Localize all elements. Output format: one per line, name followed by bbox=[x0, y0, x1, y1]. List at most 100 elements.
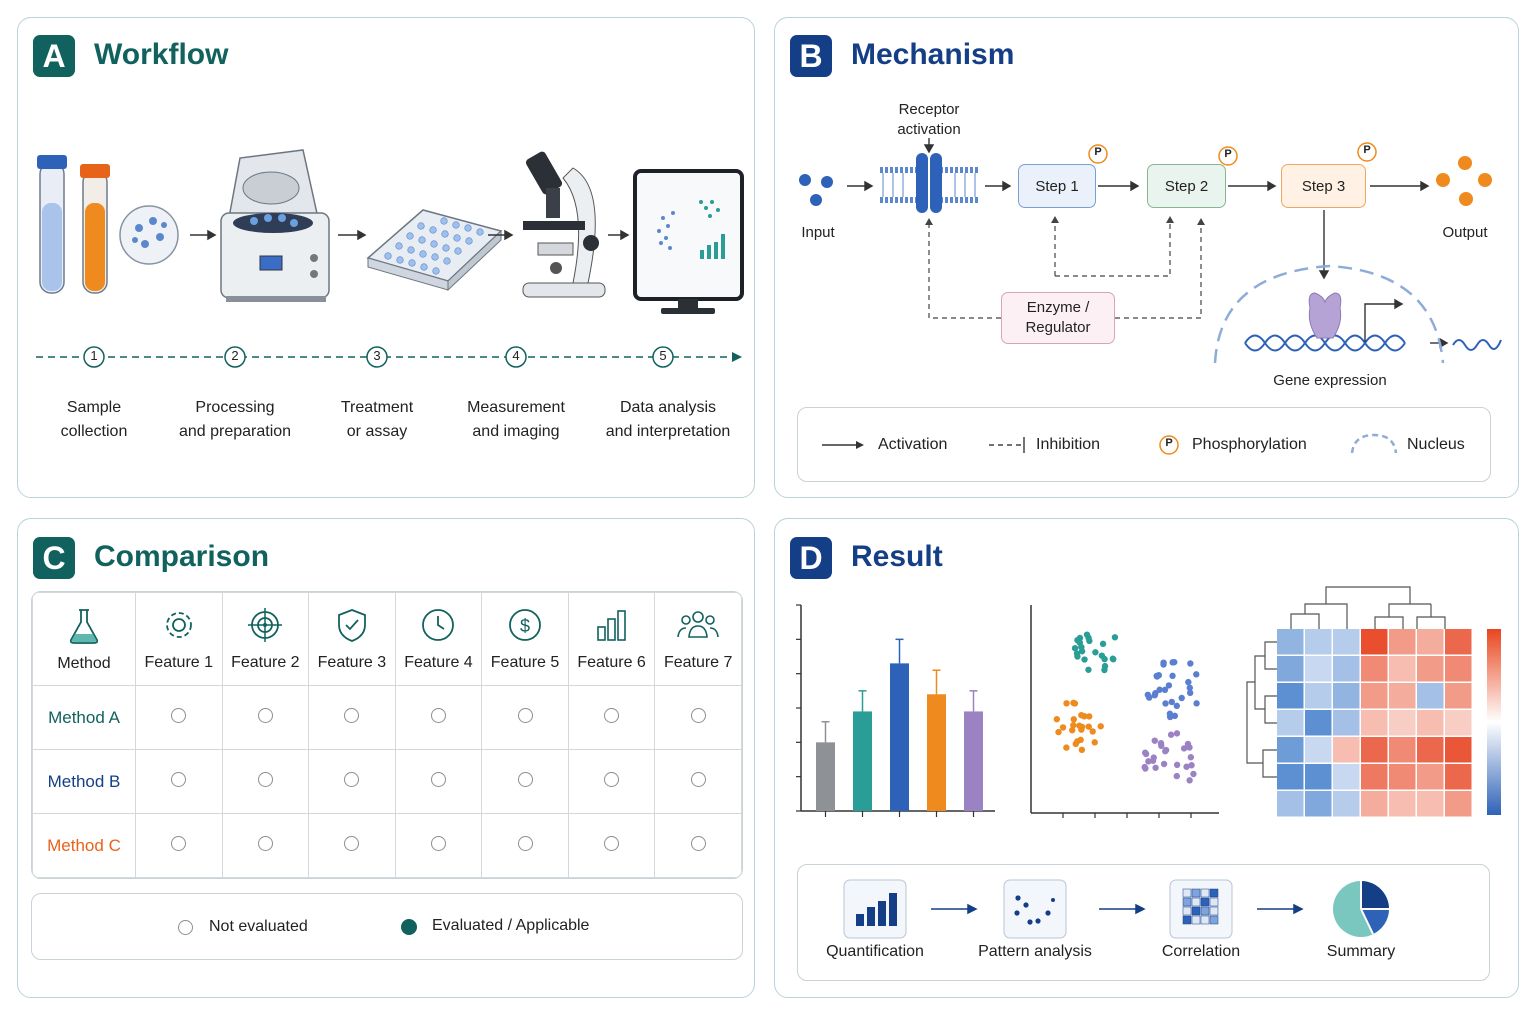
table-row: Method A bbox=[32, 685, 742, 750]
bar bbox=[890, 663, 909, 811]
status-circle[interactable] bbox=[690, 835, 706, 851]
step-1-box: Step 1 bbox=[1018, 164, 1096, 208]
scatter-point bbox=[1071, 644, 1079, 652]
status-circle[interactable] bbox=[257, 771, 273, 787]
scatter-point bbox=[1173, 772, 1180, 780]
not-evaluated-symbol bbox=[178, 920, 193, 935]
scatter-point bbox=[1193, 671, 1200, 678]
feature-label-5: Feature 5 bbox=[490, 653, 560, 671]
scatter-point bbox=[1151, 737, 1158, 744]
heatmap-cell bbox=[1417, 791, 1444, 817]
feature-label-2: Feature 2 bbox=[231, 653, 300, 671]
flask-icon bbox=[69, 608, 99, 644]
enzyme-regulator-box: Enzyme /Regulator bbox=[1001, 292, 1115, 344]
scatter-point bbox=[1158, 742, 1165, 750]
status-circle[interactable] bbox=[517, 835, 533, 851]
comparison-header-row: Method Feature 1 Feature 2 Feature 3 Fea… bbox=[32, 592, 742, 686]
scatter-point bbox=[1142, 749, 1149, 756]
heatmap-cell bbox=[1445, 629, 1472, 655]
scatter-point bbox=[1071, 700, 1079, 707]
heatmap-cell bbox=[1389, 683, 1416, 709]
heatmap-cell bbox=[1361, 656, 1388, 682]
scatter-point bbox=[1070, 716, 1077, 723]
gear-icon bbox=[165, 611, 192, 638]
status-circle[interactable] bbox=[430, 707, 446, 723]
scatter-point bbox=[1085, 723, 1092, 730]
bar-chart-icon bbox=[856, 893, 897, 926]
heatmap-cell bbox=[1333, 791, 1360, 817]
step-num-1: 1 bbox=[90, 348, 98, 363]
method-header-cell: Method bbox=[32, 592, 136, 686]
scatter-point bbox=[1190, 770, 1197, 778]
microscope-icon bbox=[522, 151, 606, 298]
scatter-point bbox=[1173, 730, 1181, 737]
scatter-point bbox=[1184, 740, 1192, 748]
status-circle[interactable] bbox=[690, 771, 706, 787]
heatmap-cell bbox=[1417, 683, 1444, 709]
status-circle[interactable] bbox=[344, 707, 360, 723]
dendrogram-branch bbox=[1262, 749, 1277, 778]
feature-label-7: Feature 7 bbox=[663, 653, 733, 671]
scatter-point bbox=[1162, 746, 1170, 754]
pipeline-correlation: Correlation bbox=[1161, 943, 1241, 960]
feature-label-4: Feature 4 bbox=[404, 653, 473, 671]
status-circle[interactable] bbox=[344, 771, 360, 787]
dendrogram-branch bbox=[1264, 695, 1277, 724]
scatter-point bbox=[1069, 726, 1076, 734]
heatmap-cell bbox=[1277, 791, 1304, 817]
dendrogram-branch bbox=[1290, 613, 1320, 629]
phosphorylation-markers bbox=[1088, 142, 1377, 166]
bar bbox=[964, 711, 983, 811]
step-num-3: 3 bbox=[373, 348, 381, 363]
feature-header-5: $Feature 5 bbox=[481, 592, 569, 686]
status-circle[interactable] bbox=[257, 707, 273, 723]
dna-icon bbox=[1244, 334, 1406, 352]
heatmap-cell bbox=[1445, 737, 1472, 763]
status-circle[interactable] bbox=[171, 707, 187, 723]
scatter-point bbox=[1178, 694, 1185, 702]
status-circle[interactable] bbox=[430, 771, 446, 787]
status-circle[interactable] bbox=[604, 771, 620, 787]
heatmap-cell bbox=[1305, 764, 1332, 790]
scatter-point bbox=[1078, 711, 1085, 719]
shield-check-icon bbox=[338, 608, 366, 642]
status-circle[interactable] bbox=[171, 835, 187, 851]
scatter-point bbox=[1185, 678, 1192, 686]
scatter-point bbox=[1144, 691, 1152, 699]
comparison-table: Method Feature 1 Feature 2 Feature 3 Fea… bbox=[31, 591, 743, 879]
scatter-point bbox=[1074, 653, 1081, 660]
feature-header-2: Feature 2 bbox=[221, 592, 310, 686]
status-circle[interactable] bbox=[517, 771, 533, 787]
panel-title-comparison: Comparison bbox=[94, 540, 270, 573]
heatmap-cell bbox=[1333, 683, 1360, 709]
heatmap-cell bbox=[1445, 683, 1472, 709]
p-mark-2: P bbox=[1224, 148, 1232, 160]
gene-expression-label: Gene expression bbox=[1273, 372, 1387, 389]
heatmap-cell bbox=[1417, 656, 1444, 682]
status-circle[interactable] bbox=[604, 707, 620, 723]
scatter-point bbox=[1053, 716, 1061, 723]
petri-dish-icon bbox=[119, 205, 179, 265]
scatter-point bbox=[1160, 659, 1167, 666]
status-circle[interactable] bbox=[430, 835, 446, 851]
scatter-point bbox=[1152, 690, 1159, 697]
status-circle[interactable] bbox=[690, 707, 706, 723]
scatter-point bbox=[1074, 738, 1081, 745]
step-2-box: Step 2 bbox=[1147, 164, 1226, 208]
status-circle[interactable] bbox=[257, 835, 273, 851]
membrane-receptor-icon bbox=[880, 153, 980, 213]
status-circle[interactable] bbox=[171, 771, 187, 787]
scatter-point bbox=[1111, 634, 1119, 641]
status-circle[interactable] bbox=[517, 707, 533, 723]
status-circle[interactable] bbox=[344, 835, 360, 851]
heatmap-cell bbox=[1361, 710, 1388, 736]
analysis-pipeline: Quantification Pattern analysis Correlat… bbox=[797, 864, 1490, 981]
legend-symbols bbox=[822, 433, 1398, 455]
panel-title-result: Result bbox=[851, 540, 943, 573]
status-circle[interactable] bbox=[604, 835, 620, 851]
heatmap-cell bbox=[1305, 656, 1332, 682]
scatter-point bbox=[1167, 731, 1175, 738]
scatter-point bbox=[1141, 763, 1148, 771]
